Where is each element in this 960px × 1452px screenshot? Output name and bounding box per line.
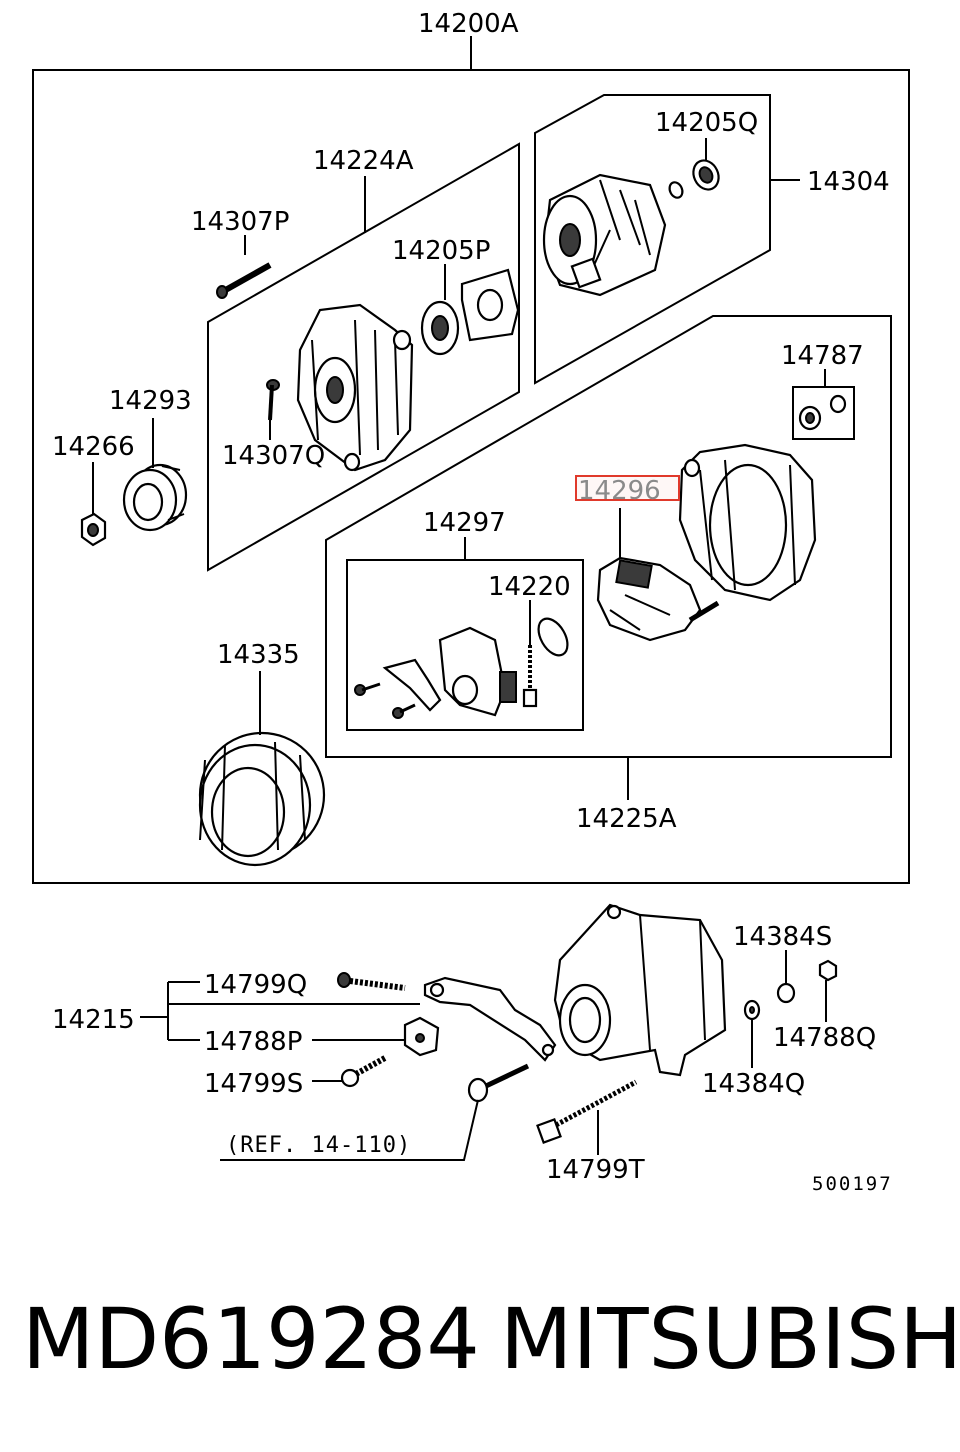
terminal-parts-14787 (798, 394, 847, 431)
nut-14266 (80, 462, 107, 547)
label-14788Q: 14788Q (773, 1023, 876, 1053)
front-housing-14224A (296, 303, 414, 472)
part-number: MD619284 (22, 1290, 480, 1388)
brand-name: MITSUBISHI (500, 1290, 960, 1388)
diagram-code: 500197 (812, 1173, 893, 1195)
bolt-14799T (536, 1079, 638, 1155)
bolt-14307P (216, 235, 272, 299)
washer-14384S (776, 950, 796, 1004)
label-14384S: 14384S (733, 922, 832, 952)
label-14200A: 14200A (418, 9, 519, 39)
washer-14384Q (743, 999, 761, 1068)
regulator-kit-14297 (354, 626, 517, 719)
label-14266: 14266 (52, 432, 135, 462)
label-14293: 14293 (109, 386, 192, 416)
rear-housing-14225A (678, 443, 817, 602)
label-14787: 14787 (781, 341, 864, 371)
label-14799S: 14799S (204, 1069, 303, 1099)
stud-ref-14-110 (220, 1063, 530, 1161)
terminal-box-14787 (792, 386, 855, 440)
screw-14307Q (266, 379, 280, 440)
rotor-frame (534, 94, 771, 385)
label-14205Q: 14205Q (655, 108, 758, 138)
highlight-box-14296 (575, 475, 680, 501)
front-housing-frame (207, 142, 520, 572)
label-14799T: 14799T (546, 1155, 645, 1185)
rotor-14304 (542, 173, 667, 297)
brush-14220 (522, 600, 569, 708)
nut-14788Q (818, 959, 838, 1022)
regulator-14296 (596, 508, 720, 642)
label-ref-14-110: (REF. 14-110) (226, 1133, 411, 1158)
bearing-14205Q (668, 138, 720, 199)
bolt-14799Q (337, 972, 406, 991)
bracket-14215 (423, 976, 557, 1062)
label-14307P: 14307P (191, 207, 289, 237)
label-14304: 14304 (807, 167, 890, 197)
label-14297: 14297 (423, 508, 506, 538)
pulley-14293 (122, 418, 188, 532)
label-14384Q: 14384Q (702, 1069, 805, 1099)
label-14215: 14215 (52, 1005, 135, 1035)
label-14799Q: 14799Q (204, 970, 307, 1000)
rear-housing-frame (325, 315, 892, 758)
label-14296: 14296 (578, 476, 661, 506)
alternator-body (553, 903, 727, 1077)
stator-14335 (198, 671, 326, 867)
label-14205P: 14205P (392, 236, 490, 266)
label-14788P: 14788P (204, 1027, 302, 1057)
label-14224A: 14224A (313, 146, 414, 176)
label-14335: 14335 (217, 640, 300, 670)
nut-14788P (312, 1016, 440, 1057)
bearing-plate-14205P (420, 264, 520, 356)
caption: MD619284 MITSUBISHI (0, 1290, 960, 1400)
label-14220: 14220 (488, 572, 571, 602)
bolt-14799S (312, 1055, 387, 1088)
label-14307Q: 14307Q (222, 441, 325, 471)
label-14225A: 14225A (576, 804, 677, 834)
